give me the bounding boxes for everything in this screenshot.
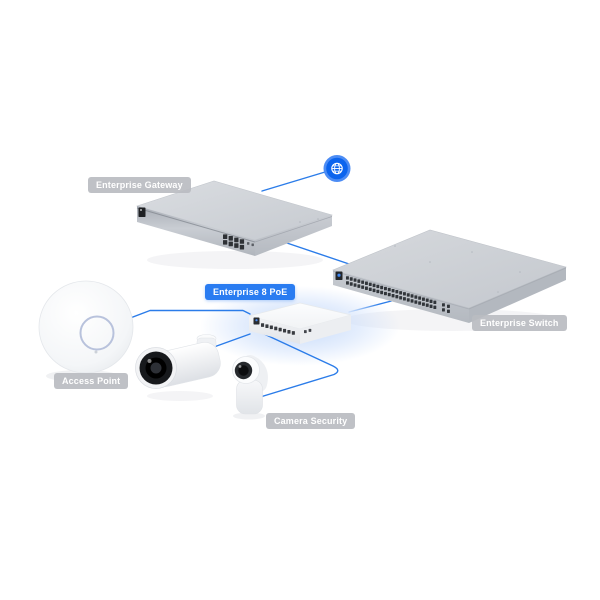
label-enterprise-switch: Enterprise Switch [472,315,567,331]
enterprise-gateway-device[interactable] [135,180,334,256]
connection-gateway-internet [261,168,336,192]
poe-ports [261,323,295,335]
enterprise-8-poe-device[interactable] [248,302,352,344]
flex-camera-device[interactable] [232,355,268,415]
label-access-point: Access Point [54,373,129,389]
switch-ports [346,276,450,313]
connection-poe-flex-camera [256,332,339,399]
label-camera-security: Camera Security [266,413,356,429]
connection-gateway-switch [280,240,356,267]
access-point-ring [79,315,115,351]
connection-poe-switch [348,298,400,313]
poe-sfp-ports [304,328,312,334]
access-point-device[interactable] [38,280,134,374]
bullet-camera-device[interactable] [135,334,224,390]
label-enterprise-8-poe[interactable]: Enterprise 8 PoE [205,284,296,300]
enterprise-switch-device[interactable] [332,229,567,323]
label-enterprise-gateway: Enterprise Gateway [88,177,191,193]
gateway-ports [223,234,254,250]
globe-icon[interactable] [323,155,351,182]
gateway-screen [138,207,146,217]
